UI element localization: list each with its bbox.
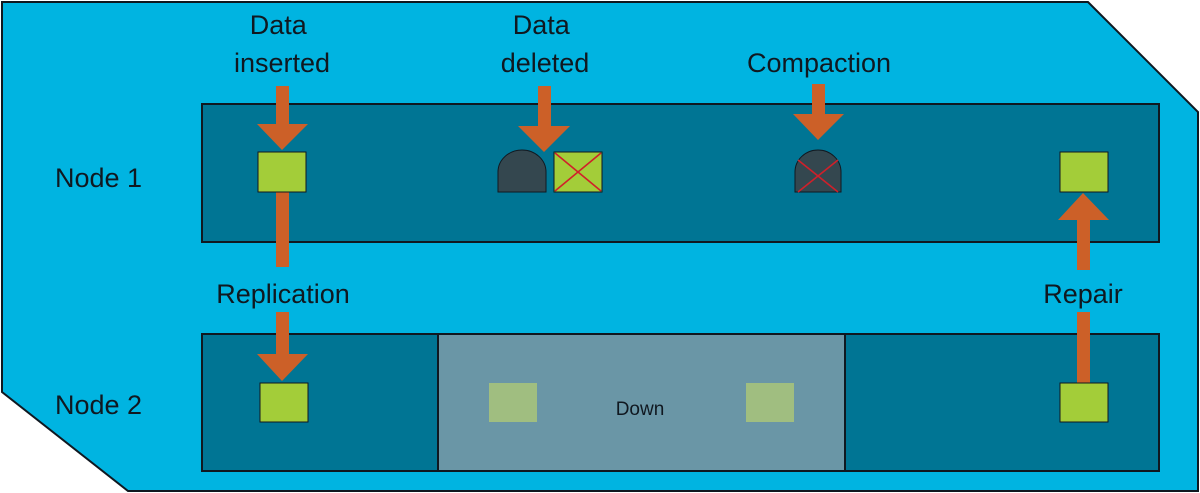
data-inserted-label: Data inserted (234, 10, 330, 78)
insert-arrow (257, 86, 308, 150)
node2-label: Node 2 (55, 390, 142, 420)
node1-label: Node 1 (55, 163, 142, 193)
tombstone-shape (497, 149, 547, 193)
repair-label: Repair (1043, 279, 1123, 309)
data-inserted-line1: Data (250, 10, 308, 40)
replication-arrow (257, 312, 308, 381)
node2-replicated-block (259, 382, 309, 423)
replication-connector (276, 192, 289, 267)
compaction-label: Compaction (747, 48, 891, 78)
compacted-tombstone (794, 149, 842, 193)
node2-missed-block-1 (489, 383, 537, 422)
delete-arrow (518, 86, 570, 152)
deleted-data-block (553, 151, 603, 193)
node2-missed-block-2 (746, 383, 794, 422)
compaction-arrow (793, 84, 844, 140)
node2-repair-source-block (1059, 382, 1109, 423)
replication-label: Replication (216, 279, 350, 309)
repair-arrow (1058, 193, 1109, 383)
data-inserted-line2: inserted (234, 48, 330, 78)
node1-inserted-block (257, 151, 307, 193)
node1-lane (201, 103, 1160, 243)
data-deleted-line1: Data (513, 10, 571, 40)
data-deleted-line2: deleted (501, 48, 590, 78)
data-deleted-label: Data deleted (501, 10, 590, 78)
node1-repaired-block (1059, 151, 1109, 193)
down-label: Down (616, 399, 665, 420)
